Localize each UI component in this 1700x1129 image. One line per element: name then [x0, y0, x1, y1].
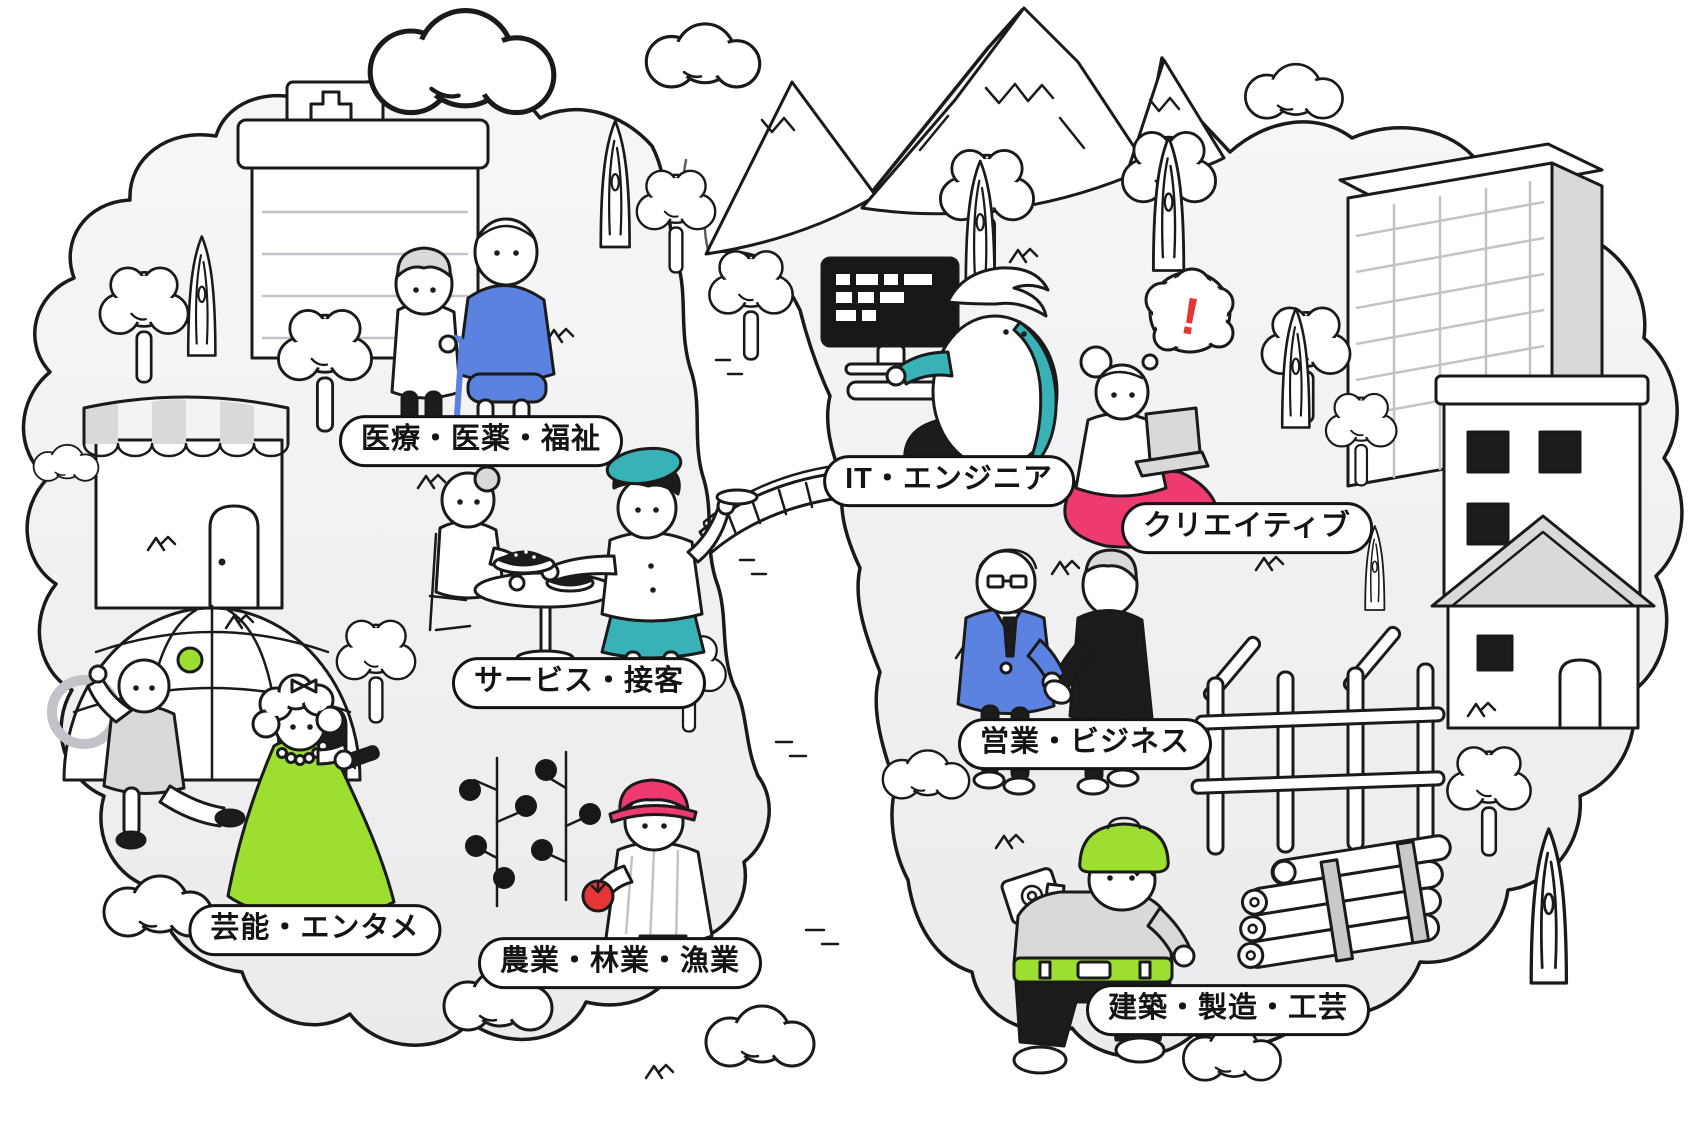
cloud-icon	[644, 22, 762, 89]
house	[1430, 514, 1656, 730]
handshake-hands	[1043, 679, 1073, 705]
label-agri-forest-fishery[interactable]: 農業・林業・漁業	[477, 937, 763, 989]
bush-icon	[1244, 62, 1344, 120]
shop-building	[82, 395, 290, 610]
label-it-engineer[interactable]: IT・エンジニア	[823, 455, 1075, 507]
waiter-beret	[605, 446, 683, 486]
hospital-building	[236, 80, 490, 360]
label-sales-business[interactable]: 営業・ビジネス	[957, 718, 1213, 770]
juggling-ball	[176, 646, 204, 674]
cloud-icon	[370, 11, 554, 113]
hair-bow	[290, 678, 318, 694]
label-entertainment[interactable]: 芸能・エンタメ	[188, 904, 442, 956]
bush-icon	[704, 1004, 816, 1068]
label-creative[interactable]: クリエイティブ	[1121, 502, 1373, 554]
entertainment-performers	[47, 646, 396, 920]
lumber-pile	[1237, 834, 1452, 969]
label-construction-craft[interactable]: 建築・製造・工芸	[1085, 984, 1371, 1036]
tree-icon	[708, 250, 794, 361]
timber-frame	[1190, 625, 1446, 856]
shop-door	[208, 504, 260, 610]
label-service[interactable]: サービス・接客	[451, 657, 707, 709]
tomato-fruits	[459, 759, 601, 889]
eyeglasses	[986, 574, 1028, 589]
necktie	[1002, 616, 1018, 658]
agriculture-scene	[459, 750, 714, 972]
hard-hat	[1078, 822, 1170, 874]
monitor-screen-blocks	[836, 274, 932, 321]
label-medical[interactable]: 医療・医薬・福祉	[338, 415, 624, 467]
